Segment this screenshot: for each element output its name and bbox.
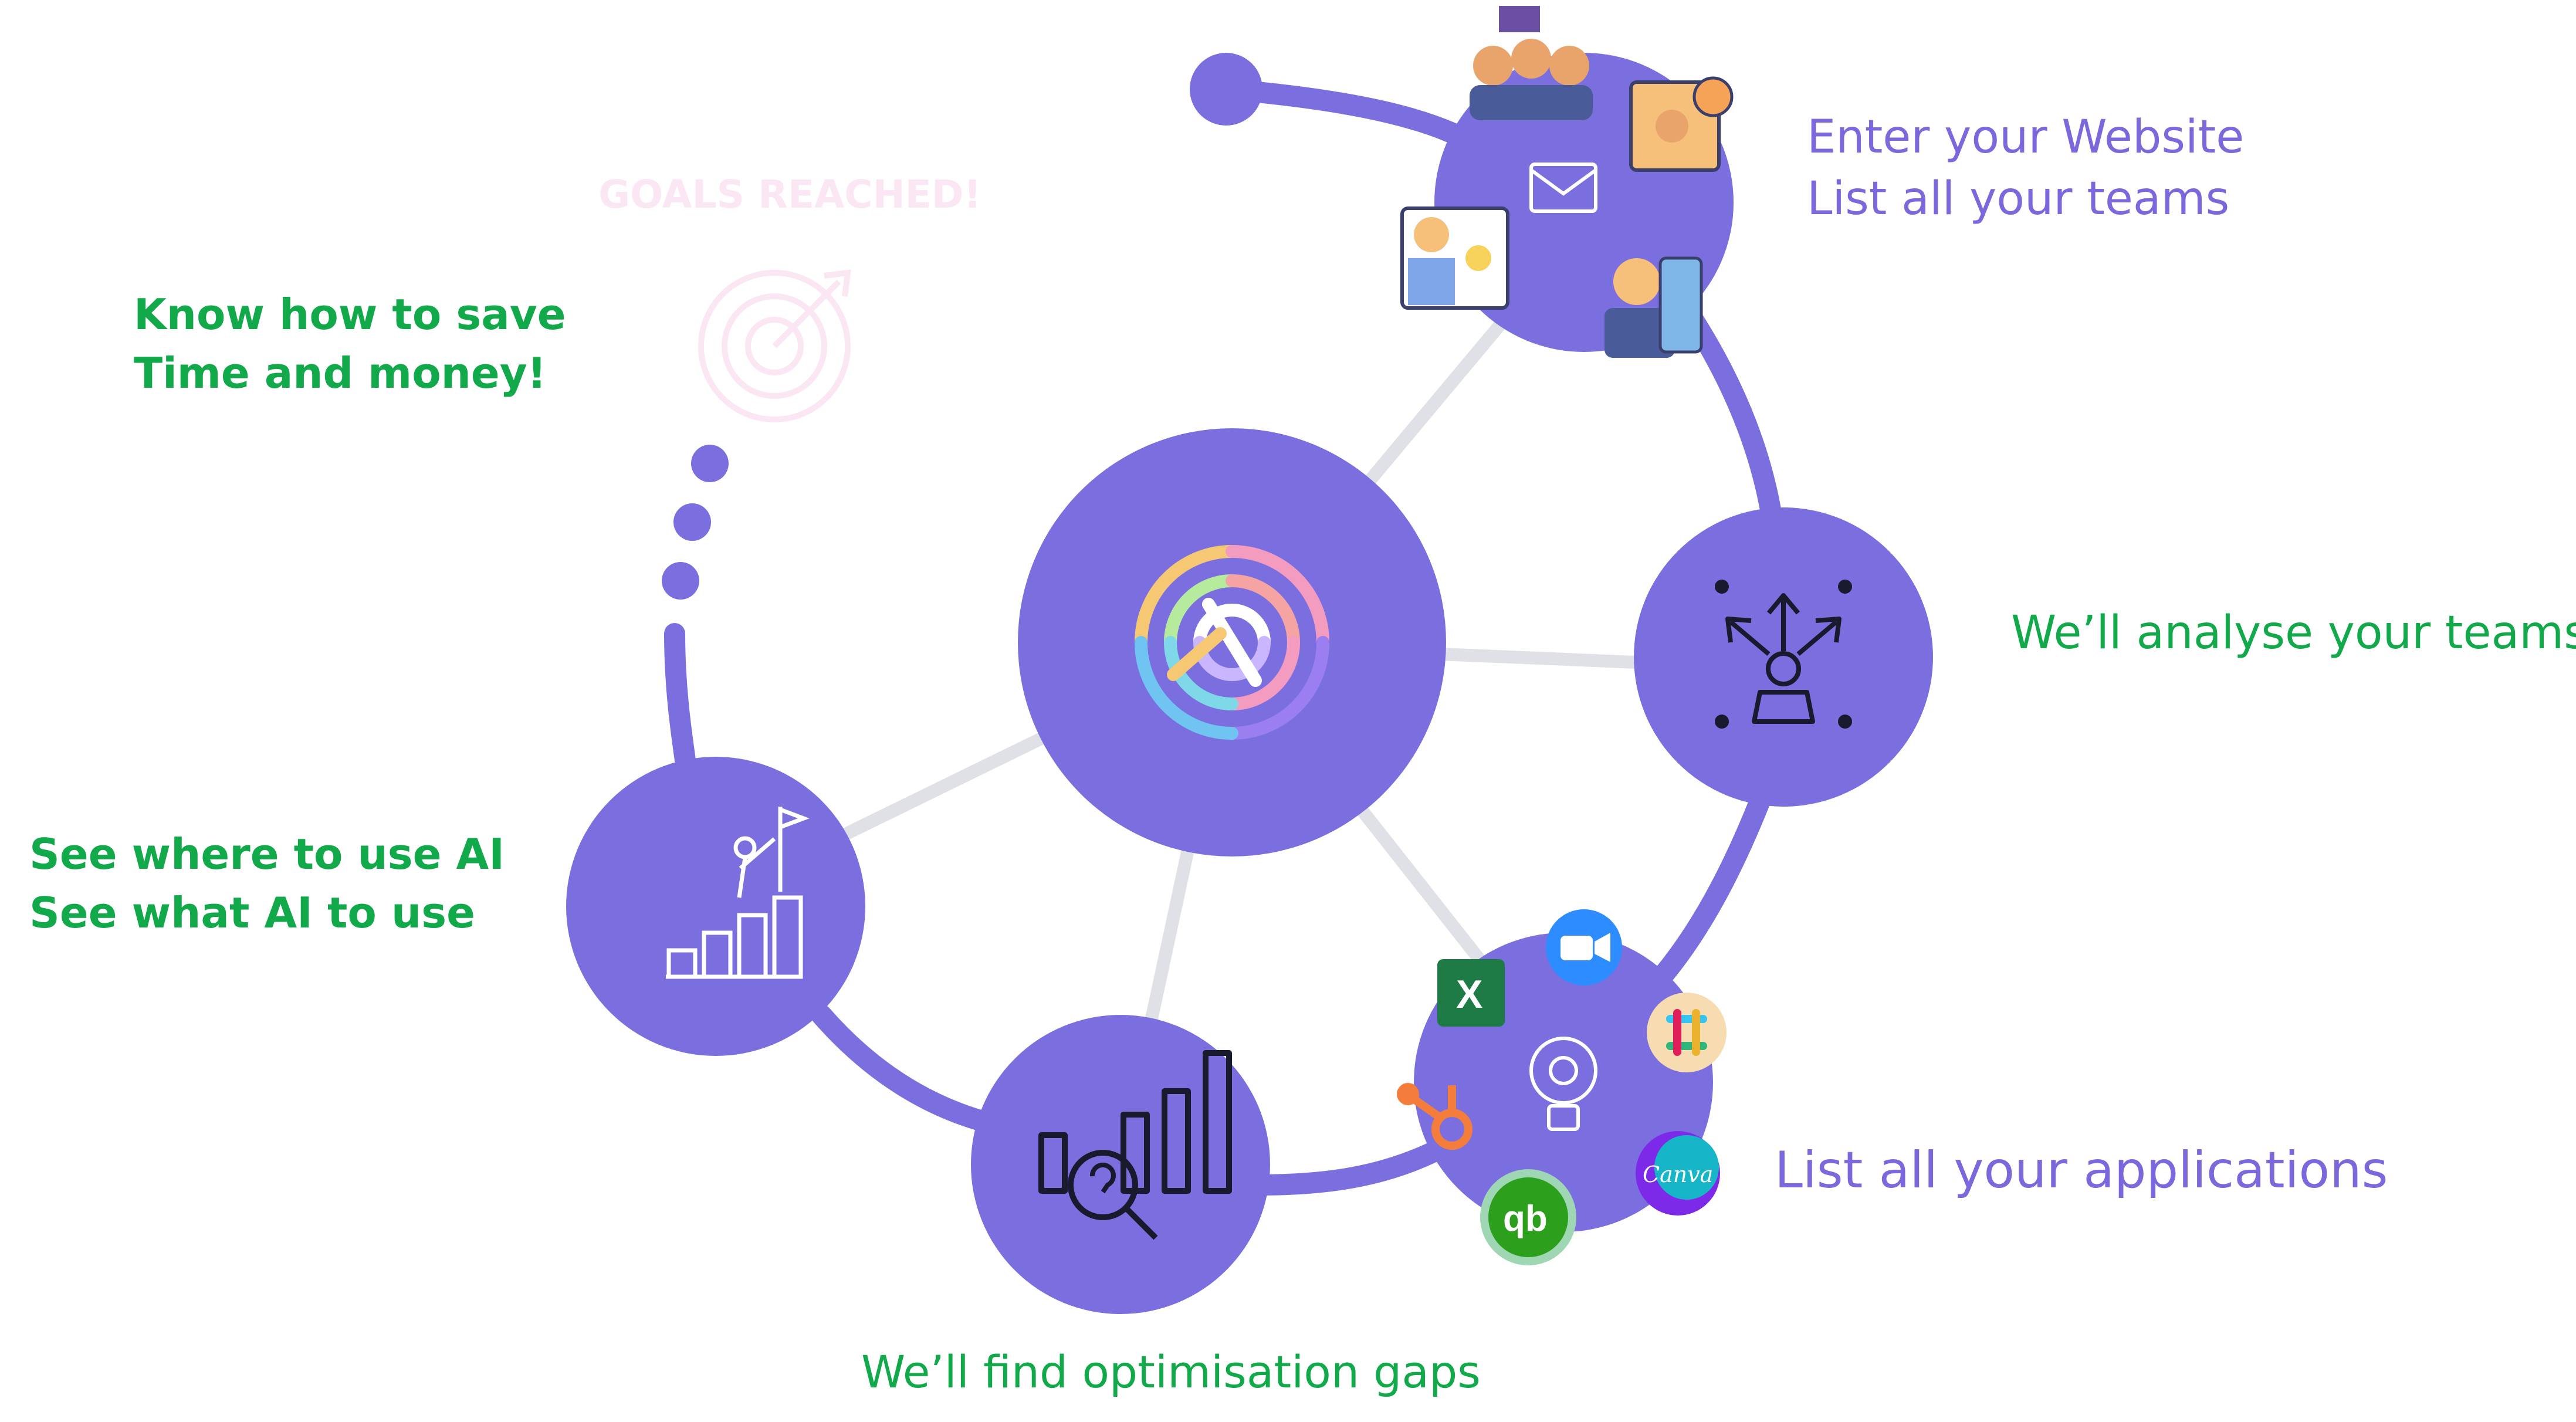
zoom-icon bbox=[1546, 909, 1622, 986]
quickbooks-letters: qb bbox=[1503, 1198, 1548, 1239]
chart-question-icon bbox=[1038, 1050, 1232, 1240]
ai-label-line2: See what AI to use bbox=[29, 888, 475, 937]
website-label-line2: List all your teams bbox=[1807, 172, 2230, 225]
analysis-arrows-icon bbox=[1715, 580, 1852, 729]
lightbulb-gear-icon bbox=[1529, 1037, 1597, 1131]
path-start-dot bbox=[1190, 53, 1262, 126]
excel-icon: X bbox=[1437, 959, 1505, 1027]
ai-label-line1: See where to use AI bbox=[29, 830, 505, 879]
sales-woman-icon bbox=[1400, 206, 1509, 310]
canva-icon: Canva bbox=[1636, 1131, 1720, 1216]
goals-reached-label: GOALS REACHED! bbox=[598, 172, 981, 217]
trail-dot bbox=[673, 503, 711, 541]
support-agent-icon bbox=[1605, 256, 1703, 358]
ai-node bbox=[566, 757, 865, 1056]
excel-letter: X bbox=[1456, 972, 1482, 1017]
slack-icon bbox=[1647, 993, 1727, 1072]
save-label-line1: Know how to save bbox=[134, 290, 566, 339]
gaps-label: We’ll find optimisation gaps bbox=[861, 1346, 1481, 1398]
trail-dot bbox=[662, 562, 699, 600]
analyse-label: We’ll analyse your teams bbox=[2011, 607, 2576, 659]
applications-label: List all your applications bbox=[1775, 1141, 2388, 1200]
team-icon bbox=[1470, 6, 1593, 120]
quickbooks-icon: qb bbox=[1480, 1169, 1576, 1265]
save-label-line2: Time and money! bbox=[134, 348, 547, 398]
climb-flag-icon bbox=[666, 807, 810, 979]
hubspot-icon bbox=[1397, 1083, 1473, 1150]
web-presenter-icon bbox=[1629, 76, 1734, 172]
canva-wordmark: Canva bbox=[1643, 1162, 1713, 1187]
website-label-line1: Enter your Website bbox=[1807, 111, 2245, 164]
brand-fingerprint-icon bbox=[1135, 545, 1329, 740]
analyse-node bbox=[1634, 507, 1933, 807]
trail-dot bbox=[691, 445, 729, 482]
mail-icon bbox=[1529, 162, 1597, 213]
target-icon bbox=[698, 269, 851, 422]
